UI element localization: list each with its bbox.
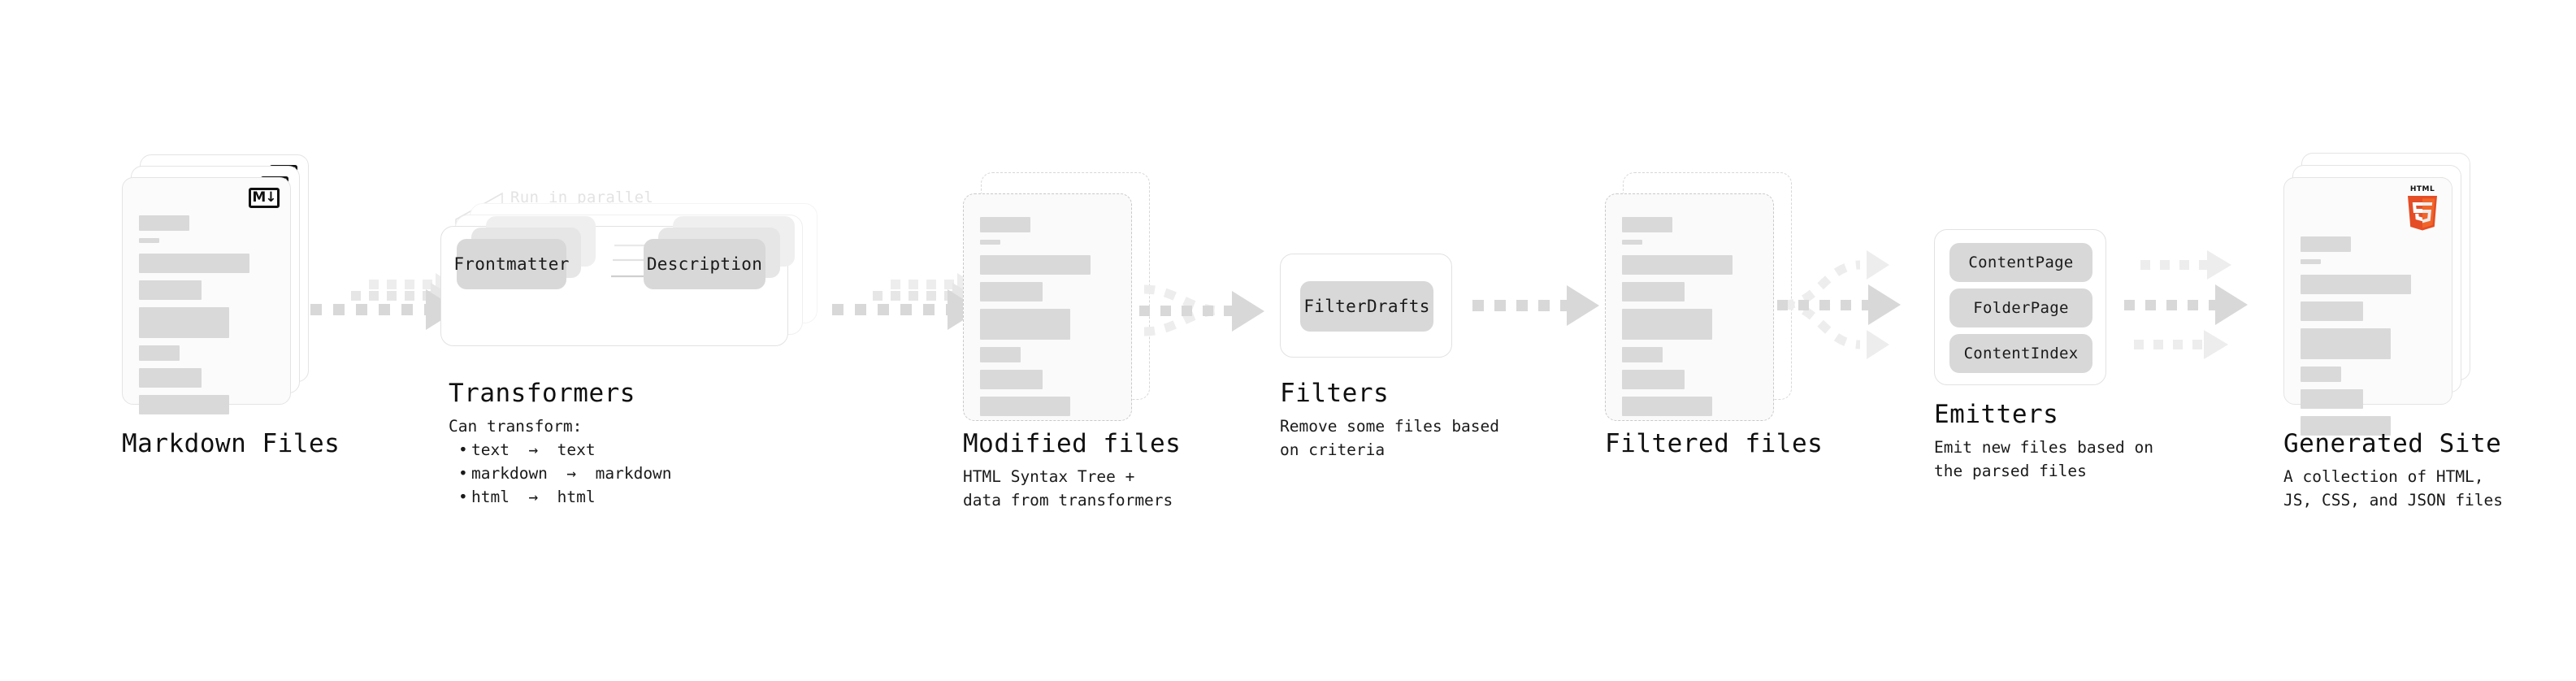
document-skeleton (139, 215, 275, 422)
generated-site-title: Generated Site (2283, 429, 2502, 458)
skeleton-bar (2301, 301, 2364, 321)
skeleton-bar (980, 347, 1021, 362)
markdown-icon: M↓ (249, 188, 280, 208)
filters-group: FilterDrafts (1280, 254, 1452, 358)
skeleton-bar (2301, 367, 2342, 382)
filtered-card-front (1605, 193, 1774, 421)
skeleton-bar (980, 240, 1001, 245)
modified-files-subtitle: HTML Syntax Tree + data from transformer… (963, 467, 1173, 510)
list-item: html → html (453, 485, 672, 509)
transformer-pill-description[interactable]: Description (644, 239, 765, 289)
list-item: text → text (453, 438, 672, 462)
conn-transformers-to-modified (821, 268, 983, 358)
emitters-subtitle: Emit new files based on the parsed files (1934, 438, 2154, 480)
html5-icon: HTML (2405, 186, 2440, 232)
skeleton-bar (1622, 347, 1663, 362)
generated-site-subtitle: A collection of HTML, JS, CSS, and JSON … (2283, 467, 2504, 510)
skeleton-bar (980, 397, 1070, 416)
filter-pill-filterdrafts[interactable]: FilterDrafts (1300, 281, 1433, 332)
emitter-pill-contentpage[interactable]: ContentPage (1949, 243, 2092, 282)
skeleton-bar (1622, 309, 1712, 340)
conn-filters-to-filtered (1471, 284, 1609, 333)
site-card-html: HTML (2283, 177, 2452, 436)
skeleton-bar (139, 215, 190, 231)
skeleton-bar (2301, 259, 2322, 264)
conn-modified-to-filters (1138, 260, 1284, 366)
skeleton-bar (139, 395, 229, 414)
emitters-group: ContentPage FolderPage ContentIndex (1934, 229, 2106, 385)
filtered-files-title: Filtered files (1605, 429, 1824, 458)
conn-filtered-to-emitters (1776, 236, 1930, 374)
transformers-capability-list: text → text markdown → markdown html → h… (453, 438, 672, 509)
skeleton-bar (980, 255, 1091, 275)
skeleton-bar (1622, 240, 1643, 245)
skeleton-bar (1622, 397, 1712, 416)
transformers-subtitle-intro: Can transform: (449, 417, 583, 436)
emitter-pill-folderpage[interactable]: FolderPage (1949, 288, 2092, 327)
skeleton-bar (980, 282, 1043, 301)
skeleton-bar (139, 238, 160, 243)
skeleton-bar (139, 345, 180, 361)
document-skeleton (980, 217, 1117, 423)
transformers-group: Run in parallel Frontmatte (439, 187, 837, 366)
emitter-pill-contentindex[interactable]: ContentIndex (1949, 334, 2092, 373)
list-item: markdown → markdown (453, 462, 672, 485)
transformers-title: Transformers (449, 379, 635, 408)
conn-emitters-to-site (2123, 236, 2277, 374)
document-skeleton (1622, 217, 1759, 423)
run-in-parallel-label: Run in parallel (510, 189, 654, 206)
filters-title: Filters (1280, 379, 1390, 408)
skeleton-bar (1622, 217, 1673, 232)
markdown-card-front: M↓ (122, 177, 291, 414)
skeleton-bar (1622, 255, 1733, 275)
skeleton-bar (980, 309, 1070, 340)
skeleton-bar (2301, 275, 2412, 294)
skeleton-bar (1622, 370, 1685, 389)
transformer-pill-frontmatter[interactable]: Frontmatter (453, 239, 569, 289)
modified-card-front (963, 193, 1132, 421)
skeleton-bar (2301, 236, 2352, 252)
skeleton-bar (1622, 282, 1685, 301)
document-skeleton (2301, 236, 2437, 443)
emitters-title: Emitters (1934, 400, 2059, 429)
conn-md-to-transformers (299, 268, 462, 358)
skeleton-bar (139, 280, 202, 300)
skeleton-bar (139, 307, 229, 338)
skeleton-bar (139, 254, 250, 273)
filters-subtitle: Remove some files based on criteria (1280, 417, 1500, 459)
skeleton-bar (2301, 389, 2364, 409)
skeleton-bar (139, 368, 202, 388)
skeleton-bar (980, 217, 1031, 232)
skeleton-bar (2301, 328, 2391, 359)
markdown-files-title: Markdown Files (122, 429, 340, 458)
skeleton-bar (980, 370, 1043, 389)
skeleton-bar (2301, 416, 2391, 436)
modified-files-title: Modified files (963, 429, 1182, 458)
